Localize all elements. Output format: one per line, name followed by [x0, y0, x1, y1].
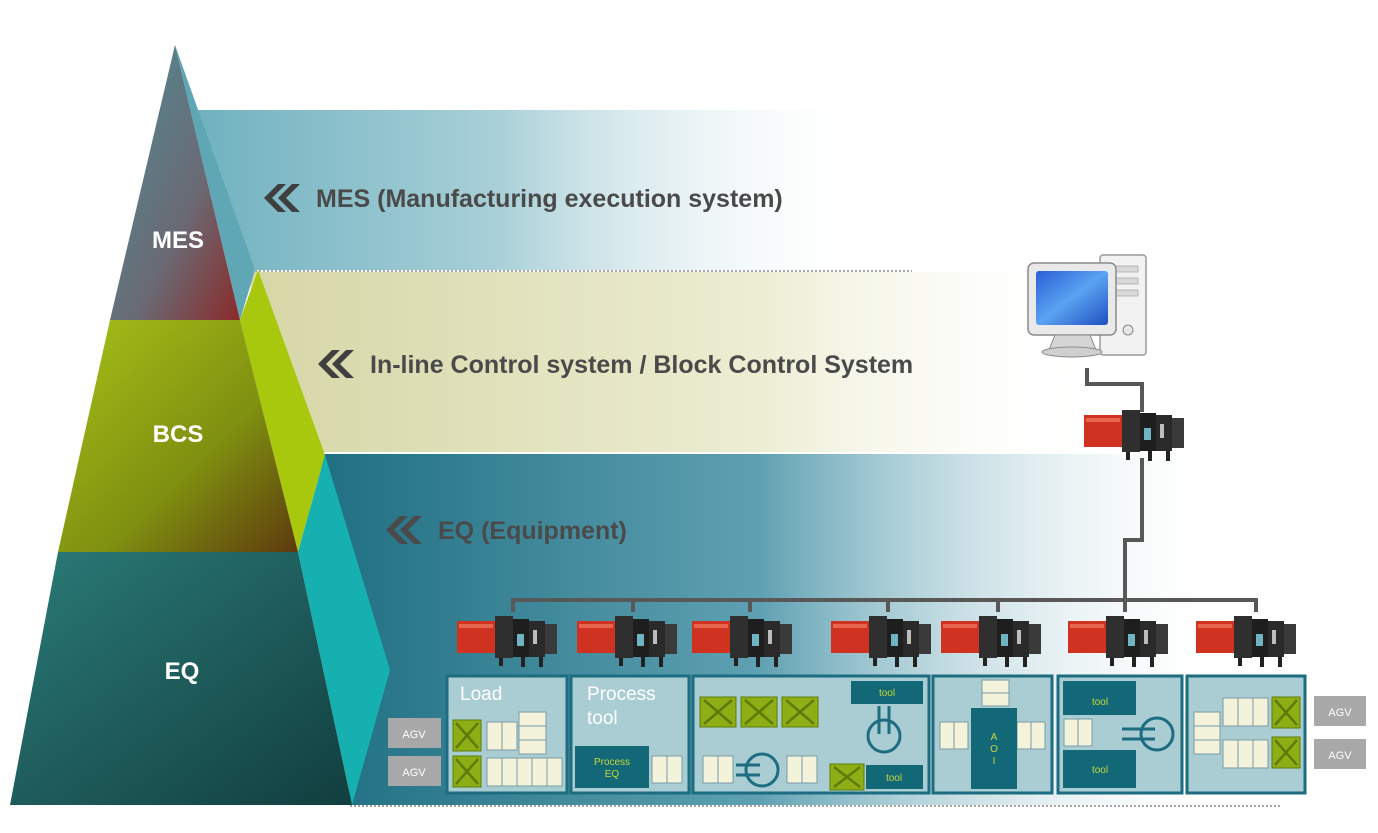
computer-icon	[1027, 254, 1147, 358]
bcs-title-text: In-line Control system / Block Control S…	[370, 351, 913, 379]
pyramid: MES BCS EQ	[10, 45, 390, 805]
cell-process-5: tool tool	[1056, 674, 1184, 795]
plc-module-icon	[457, 616, 557, 667]
cell-unload	[1185, 674, 1307, 795]
bcs-side-face	[240, 270, 325, 552]
aoi-letter-a: A	[991, 732, 998, 743]
green-crate-icon	[1271, 696, 1301, 729]
agv-left-group: AGV AGV	[388, 718, 441, 786]
mes-band	[190, 110, 912, 272]
cell3-tool-bottom: tool	[886, 773, 902, 784]
plc-module-icon	[692, 616, 792, 667]
robot-arm-icon	[1122, 716, 1175, 752]
green-crate-icon	[452, 755, 482, 788]
agv-box	[388, 718, 441, 748]
cell-load: Load	[445, 674, 569, 795]
plc-module-icon	[577, 616, 677, 667]
green-crate-icon	[452, 719, 482, 752]
cell-aoi: A O I	[931, 674, 1054, 795]
green-crate-icon	[740, 696, 778, 728]
eq-side-face	[298, 455, 390, 805]
pyramid-label-mes: MES	[152, 227, 204, 254]
network-lines	[511, 368, 1258, 612]
agv-label: AGV	[1328, 750, 1352, 762]
green-crate-icon	[699, 696, 737, 728]
bcs-title: In-line Control system / Block Control S…	[318, 350, 913, 379]
aoi-letter-i: I	[993, 756, 996, 767]
process-eq-label-2: EQ	[605, 769, 620, 780]
plc-module-icon	[941, 616, 1041, 667]
agv-box	[388, 756, 441, 786]
double-chevron-left-icon	[264, 184, 300, 212]
mes-front-face	[110, 45, 240, 320]
cell-load-title: Load	[460, 684, 502, 705]
double-chevron-left-icon	[318, 350, 354, 378]
pyramid-label-eq: EQ	[165, 658, 200, 685]
plc-module-icon	[1084, 410, 1184, 461]
equipment-row: Load Process tool Process EQ	[445, 674, 1307, 795]
cell5-tool-bottom: tool	[1092, 765, 1108, 776]
agv-box	[1314, 739, 1366, 769]
bcs-front-face	[58, 320, 298, 552]
plc-module-icon	[1068, 616, 1168, 667]
double-chevron-left-icon	[386, 516, 422, 544]
green-crate-icon	[1271, 736, 1301, 769]
eq-title: EQ (Equipment)	[386, 516, 627, 545]
bcs-band	[245, 272, 1100, 452]
pyramid-label-bcs: BCS	[153, 421, 204, 448]
cell5-tool-top: tool	[1092, 697, 1108, 708]
mes-title-text: MES (Manufacturing execution system)	[316, 185, 783, 213]
agv-label: AGV	[402, 729, 426, 741]
cell3-tool-top: tool	[879, 688, 895, 699]
plc-group	[457, 410, 1296, 667]
cell-process-title-2: tool	[587, 708, 618, 729]
robot-arm-icon	[736, 752, 780, 788]
aoi-letter-o: O	[990, 744, 998, 755]
cell-process-3: tool tool	[691, 674, 931, 795]
agv-label: AGV	[1328, 707, 1352, 719]
agv-right-group: AGV AGV	[1314, 696, 1366, 769]
eq-title-text: EQ (Equipment)	[438, 517, 627, 545]
cell-process-title-1: Process	[587, 684, 656, 705]
mes-side-face	[175, 45, 255, 320]
agv-box	[1314, 696, 1366, 726]
cell-process-tool: Process tool Process EQ	[569, 674, 691, 795]
mes-title: MES (Manufacturing execution system)	[264, 184, 783, 213]
green-crate-icon	[829, 763, 865, 791]
plc-module-icon	[831, 616, 931, 667]
plc-module-icon	[1196, 616, 1296, 667]
process-eq-label-1: Process	[594, 757, 630, 768]
eq-front-face	[10, 552, 352, 805]
robot-arm-icon	[866, 706, 902, 754]
agv-label: AGV	[402, 767, 426, 779]
green-crate-icon	[781, 696, 819, 728]
